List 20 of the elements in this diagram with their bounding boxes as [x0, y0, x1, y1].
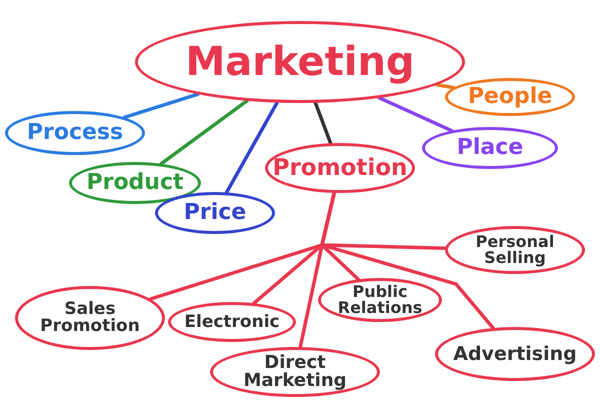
ellipse-node — [318, 278, 442, 322]
connector-line — [314, 101, 332, 145]
node-label: Price — [182, 202, 248, 224]
node-label: Personal Selling — [474, 234, 556, 266]
node-label: Marketing — [184, 42, 416, 82]
connector-line — [320, 191, 495, 330]
node-label: Sales Promotion — [39, 301, 141, 335]
node-label: People — [466, 86, 554, 108]
node-label: Place — [456, 137, 524, 159]
connector-line — [224, 100, 279, 194]
node-label: Public Relations — [336, 284, 424, 316]
node-label: Electronic — [183, 314, 281, 330]
node-label: Direct Marketing — [242, 354, 348, 390]
node-label: Process — [26, 122, 124, 144]
node-label: Promotion — [272, 156, 408, 180]
node-label: Product — [85, 172, 185, 194]
node-label: Advertising — [452, 344, 578, 364]
connector-line — [435, 83, 456, 90]
ellipse-node — [445, 78, 575, 116]
connector-line — [122, 92, 200, 120]
